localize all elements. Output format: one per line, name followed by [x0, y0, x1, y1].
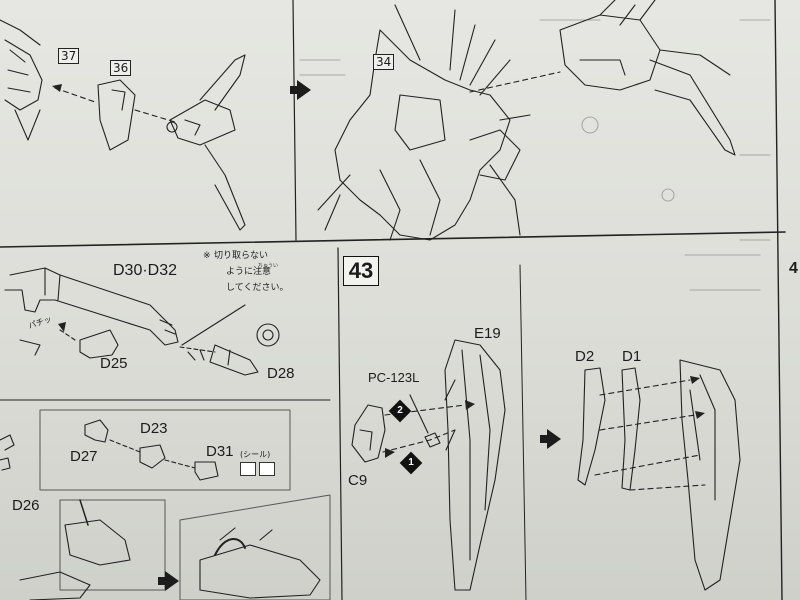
note-line-3: してください。: [226, 283, 289, 293]
label-seal: (シール): [240, 450, 271, 459]
label-d26: D26: [12, 497, 40, 514]
order-number-1: 1: [408, 457, 414, 468]
note-mark: ※: [203, 251, 211, 261]
label-d23: D23: [140, 420, 168, 437]
label-d30-d32: D30·D32: [113, 262, 178, 279]
step-number-43: 43: [343, 256, 379, 286]
next-arrow-top-icon: [297, 80, 311, 100]
label-e19: E19: [474, 325, 501, 342]
page-edge-number: 4: [789, 260, 798, 277]
next-arrow-shaft-step43: [540, 435, 548, 443]
part-number-36: 36: [110, 60, 132, 76]
order-number-2: 2: [397, 405, 403, 416]
next-arrow-bottom-icon: [165, 571, 179, 591]
part-number-34: 34: [373, 54, 395, 70]
next-arrow-shaft-top: [290, 86, 298, 94]
label-d27: D27: [70, 448, 98, 465]
note-line-1: 切り取らない: [214, 251, 269, 261]
label-d1: D1: [622, 348, 642, 365]
label-c9: C9: [348, 472, 368, 489]
label-d28: D28: [267, 365, 295, 382]
seal-sticker-a: [240, 462, 256, 476]
note-ruby: ちゅうい: [258, 263, 279, 269]
next-arrow-step43-icon: [547, 429, 561, 449]
note-line-2: ように注意: [226, 267, 272, 277]
seal-sticker-b: [259, 462, 275, 476]
label-pc-123l: PC-123L: [368, 370, 420, 385]
label-d25: D25: [100, 355, 128, 372]
next-arrow-shaft-bottom: [158, 577, 166, 585]
label-d2: D2: [575, 348, 595, 365]
label-d31: D31: [206, 443, 234, 460]
part-number-37: 37: [58, 48, 80, 64]
